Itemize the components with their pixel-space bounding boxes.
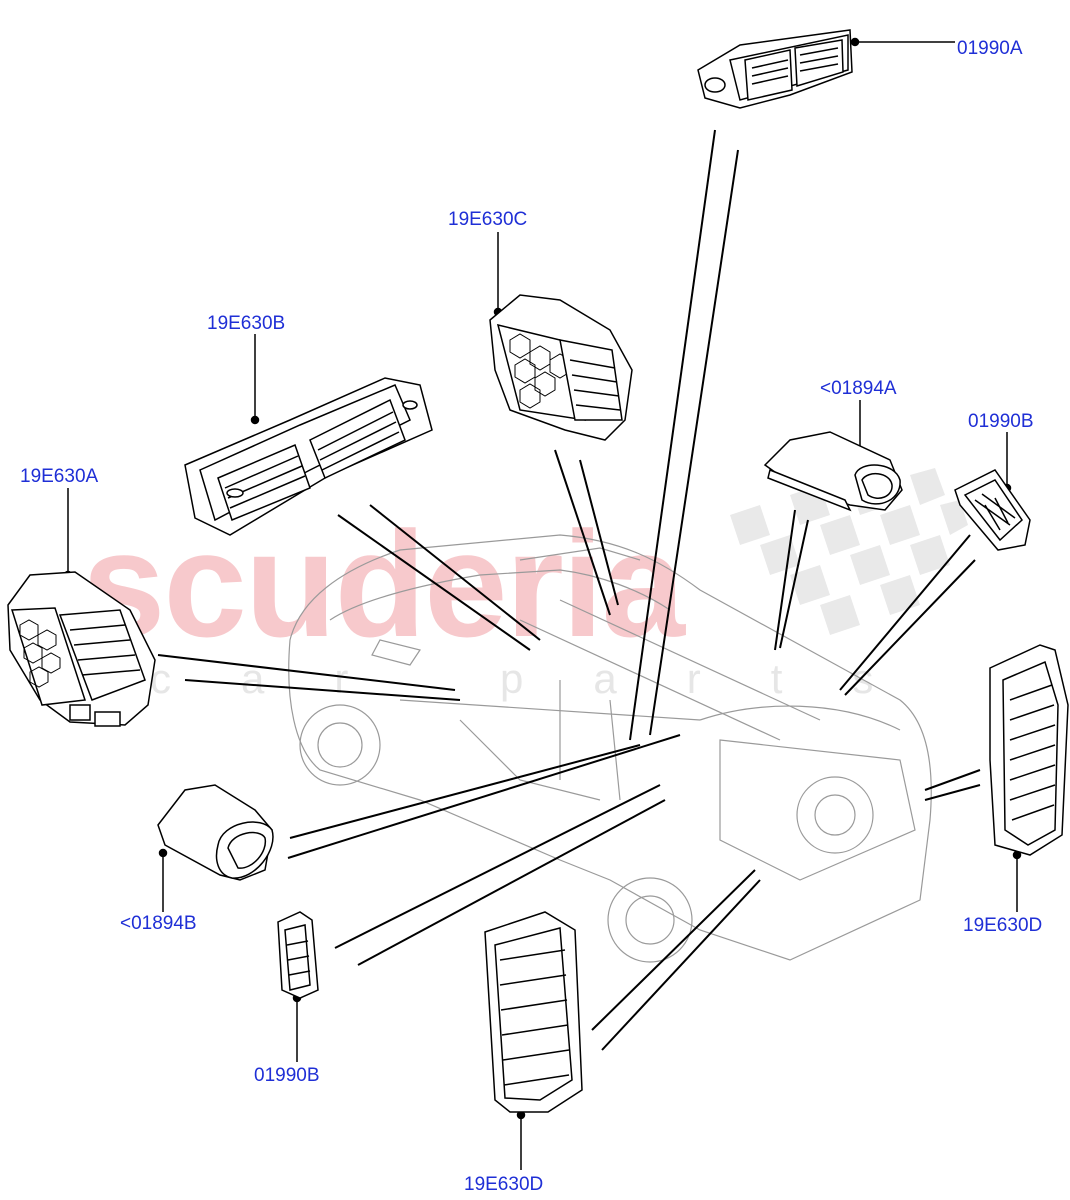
callout-19E630C: 19E630C	[448, 209, 528, 230]
callout-19E630A: 19E630A	[20, 466, 99, 487]
part-19E630C-vent	[489, 294, 633, 441]
part-01990B-vent-right	[954, 469, 1031, 551]
part-01894B-duct	[157, 784, 274, 881]
callout-01894A: <01894A	[820, 378, 897, 399]
vehicle-outline	[288, 534, 932, 963]
callout-19E630D-right: 19E630D	[963, 915, 1043, 936]
callout-01990A: 01990A	[957, 38, 1023, 59]
part-19E630D-vent-bottom	[484, 911, 583, 1113]
callout-19E630D-bottom: 19E630D	[464, 1174, 544, 1195]
callout-19E630B: 19E630B	[207, 313, 286, 334]
callout-01894B: <01894B	[120, 913, 197, 934]
watermark-subtitle: car parts	[150, 655, 944, 702]
part-01990A-vent	[697, 29, 853, 109]
leader-lines	[157, 129, 981, 1051]
part-19E630D-vent-right	[989, 644, 1069, 856]
part-19E630A-vent	[7, 571, 156, 727]
part-01990B-vent-bottom	[277, 911, 319, 999]
callout-01990B-bottom: 01990B	[254, 1065, 320, 1086]
callout-01990B-right: 01990B	[968, 411, 1034, 432]
part-19E630B-vent	[184, 377, 433, 536]
watermark-logo: scuderia	[82, 500, 685, 668]
part-01894A-duct	[763, 431, 903, 512]
